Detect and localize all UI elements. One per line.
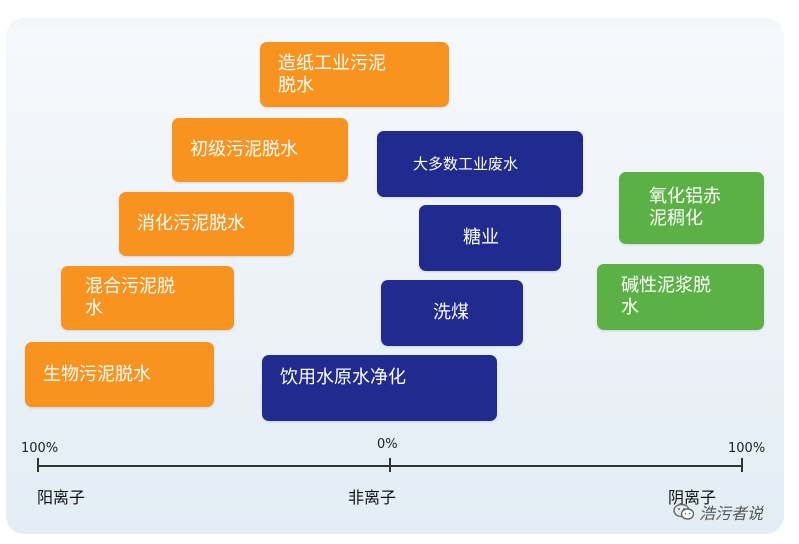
box-primary-sludge-label: 初级污泥脱水	[190, 139, 298, 160]
box-mixed-sludge: 混合污泥脱 水	[61, 266, 234, 330]
box-bio-sludge-label: 生物污泥脱水	[43, 363, 151, 385]
box-primary-sludge: 初级污泥脱水	[172, 118, 348, 182]
box-bio-sludge: 生物污泥脱水	[25, 342, 214, 407]
box-digested-sludge-label: 消化污泥脱水	[137, 213, 245, 234]
box-paper-sludge-label: 造纸工业污泥 脱水	[278, 52, 386, 96]
axis-left-percent: 100%	[21, 441, 59, 456]
box-industrial-wastewater-label: 大多数工业废水	[413, 155, 519, 173]
box-alkaline-slurry: 碱性泥浆脱 水	[597, 264, 764, 330]
box-sugar-label: 糖业	[463, 227, 499, 248]
wechat-icon	[673, 503, 695, 520]
axis-label-nonionic: 非离子	[348, 488, 397, 507]
watermark-text: 浩污者说	[699, 504, 764, 523]
panel-top-band	[6, 18, 784, 28]
box-drinking-water-label: 饮用水原水净化	[280, 367, 406, 388]
axis-label-anionic: 阴离子	[668, 488, 717, 507]
axis-right-percent: 100%	[728, 441, 766, 456]
axis-center-percent: 0%	[377, 437, 398, 452]
axis-tick-left	[37, 458, 39, 472]
box-alumina-red-mud-label: 氧化铝赤 泥稠化	[649, 186, 721, 229]
axis-tick-center	[389, 458, 391, 472]
box-alumina-red-mud: 氧化铝赤 泥稠化	[619, 172, 764, 244]
box-industrial-wastewater: 大多数工业废水	[377, 131, 583, 197]
box-drinking-water: 饮用水原水净化	[262, 355, 497, 421]
box-sugar: 糖业	[419, 205, 561, 271]
box-alkaline-slurry-label: 碱性泥浆脱 水	[621, 275, 711, 318]
box-digested-sludge: 消化污泥脱水	[119, 192, 294, 256]
box-coal-washing-label: 洗煤	[433, 302, 469, 323]
box-paper-sludge: 造纸工业污泥 脱水	[260, 42, 449, 107]
box-coal-washing: 洗煤	[381, 280, 523, 346]
axis-label-cationic: 阳离子	[37, 488, 86, 507]
watermark: 浩污者说	[673, 500, 763, 524]
axis-tick-right	[741, 458, 743, 472]
box-mixed-sludge-label: 混合污泥脱 水	[85, 276, 175, 319]
